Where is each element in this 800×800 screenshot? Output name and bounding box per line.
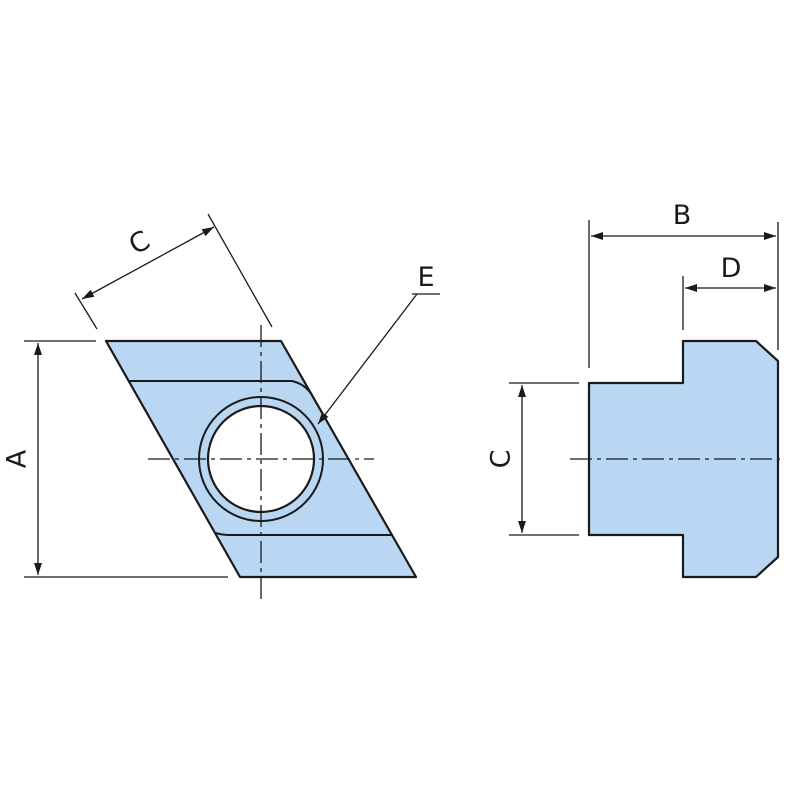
dim-c-front-label: C [124,225,155,261]
dim-c-extension-left [74,292,98,330]
dim-c-line [81,226,215,300]
dimension-a: A [2,340,228,578]
callout-e-leader [317,293,418,425]
dimension-d: D [682,253,776,330]
dim-a-label: A [2,449,33,468]
front-view [104,325,418,600]
callout-e-label: E [417,262,434,293]
dim-c-extension-right [207,213,273,328]
front-view-lower-ledge [215,532,393,536]
dim-b-label: B [673,200,692,231]
dimension-c-side: C [486,382,579,536]
front-view-upper-ledge [128,380,313,396]
callout-e: E [317,262,440,425]
dimension-c-front: C [74,213,273,330]
dimension-b: B [588,200,779,368]
side-view [570,339,780,579]
dim-d-label: D [721,253,742,284]
dim-c-side-label: C [486,450,517,469]
